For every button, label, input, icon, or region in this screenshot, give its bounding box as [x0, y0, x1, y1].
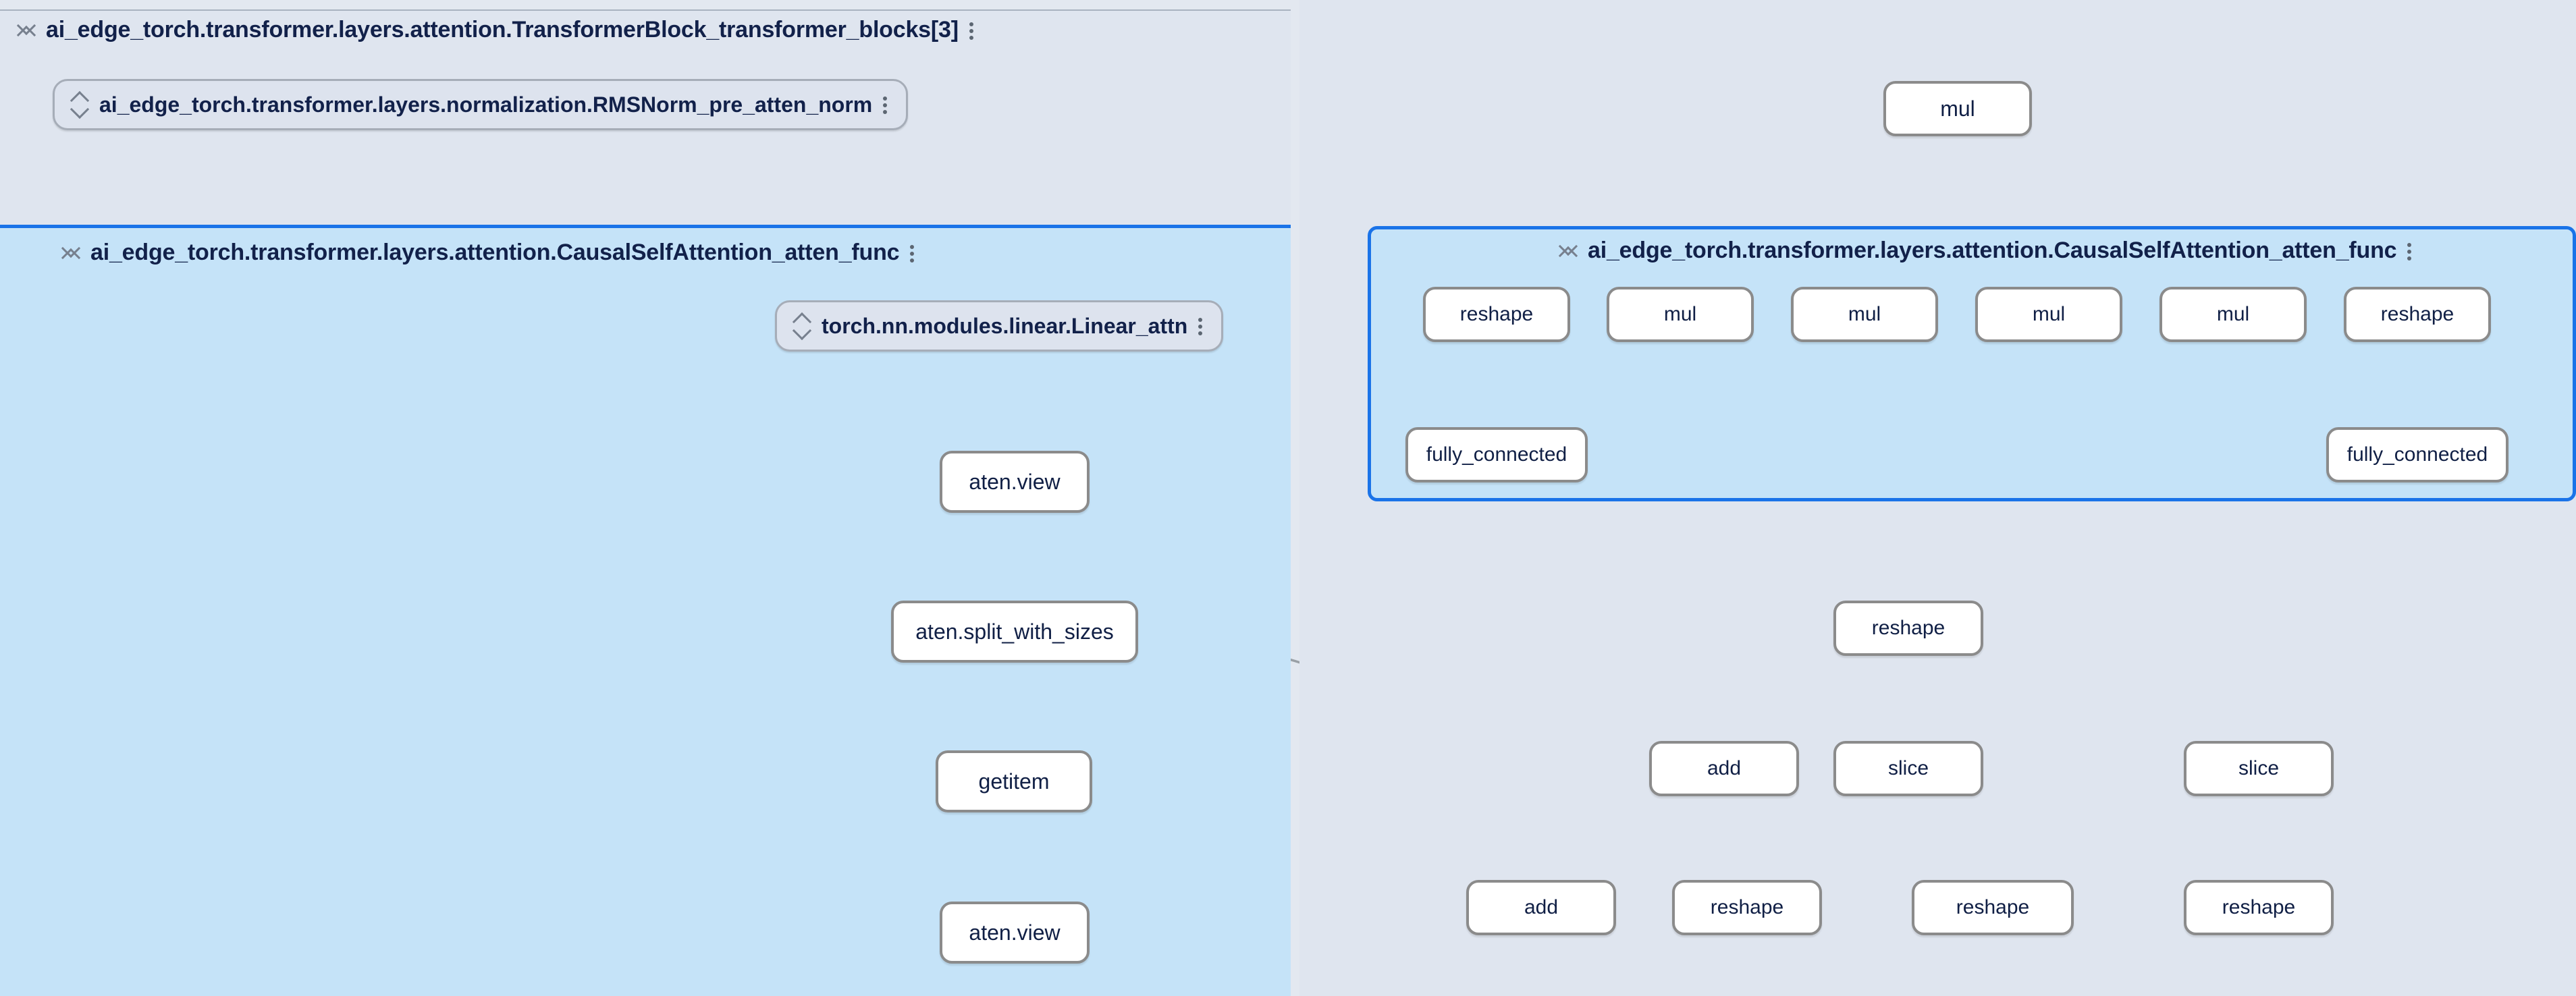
node-mul-4[interactable]: mul: [2159, 287, 2307, 342]
module-pill-rmsnorm-pre-atten-norm[interactable]: ai_edge_torch.transformer.layers.normali…: [53, 79, 909, 130]
group-header-causal-self-attention-right[interactable]: ai_edge_torch.transformer.layers.attenti…: [1559, 238, 2414, 264]
module-pill-label-linear-attn: torch.nn.modules.linear.Linear_attn: [822, 313, 1188, 338]
collapse-icon[interactable]: [62, 242, 80, 265]
node-getitem[interactable]: getitem: [936, 750, 1092, 812]
node-slice-1[interactable]: slice: [1833, 741, 1983, 796]
node-mul-2[interactable]: mul: [1791, 287, 1938, 342]
node-reshape-1[interactable]: reshape: [1423, 287, 1570, 342]
node-add-1[interactable]: add: [1649, 741, 1799, 796]
node-add-2[interactable]: add: [1466, 880, 1616, 935]
node-mul-1[interactable]: mul: [1607, 287, 1754, 342]
node-reshape-b2[interactable]: reshape: [1912, 880, 2074, 935]
module-pill-label-rmsnorm: ai_edge_torch.transformer.layers.normali…: [99, 92, 873, 117]
more-vert-icon[interactable]: [2407, 240, 2414, 262]
node-aten-view-2[interactable]: aten.view: [940, 902, 1090, 964]
more-vert-icon[interactable]: [910, 242, 917, 265]
node-fully-connected-1[interactable]: fully_connected: [1405, 427, 1588, 482]
node-slice-2[interactable]: slice: [2184, 741, 2334, 796]
node-mul-3[interactable]: mul: [1975, 287, 2122, 342]
group-title-transformer-block: ai_edge_torch.transformer.layers.attenti…: [46, 17, 959, 43]
node-reshape-2[interactable]: reshape: [2344, 287, 2491, 342]
node-fully-connected-2[interactable]: fully_connected: [2326, 427, 2508, 482]
group-header-causal-self-attention-left[interactable]: ai_edge_torch.transformer.layers.attenti…: [62, 240, 917, 266]
node-aten-split-with-sizes[interactable]: aten.split_with_sizes: [891, 601, 1138, 663]
node-reshape-mid[interactable]: reshape: [1833, 601, 1983, 656]
collapse-icon[interactable]: [1559, 240, 1577, 262]
expand-icon[interactable]: [71, 93, 88, 116]
collapse-icon[interactable]: [18, 19, 35, 42]
node-reshape-b1[interactable]: reshape: [1672, 880, 1822, 935]
group-title-causal-self-attention-right: ai_edge_torch.transformer.layers.attenti…: [1588, 238, 2397, 263]
module-pill-linear-attn[interactable]: torch.nn.modules.linear.Linear_attn: [775, 300, 1224, 352]
more-vert-icon[interactable]: [883, 93, 890, 116]
group-header-transformer-block[interactable]: ai_edge_torch.transformer.layers.attenti…: [18, 17, 976, 43]
expand-icon[interactable]: [793, 314, 811, 337]
node-reshape-b3[interactable]: reshape: [2184, 880, 2334, 935]
more-vert-icon[interactable]: [969, 19, 976, 42]
node-mul-top[interactable]: mul: [1883, 81, 2032, 136]
more-vert-icon[interactable]: [1198, 314, 1205, 337]
node-aten-view-1[interactable]: aten.view: [940, 451, 1090, 513]
group-title-causal-self-attention-left: ai_edge_torch.transformer.layers.attenti…: [90, 240, 900, 265]
